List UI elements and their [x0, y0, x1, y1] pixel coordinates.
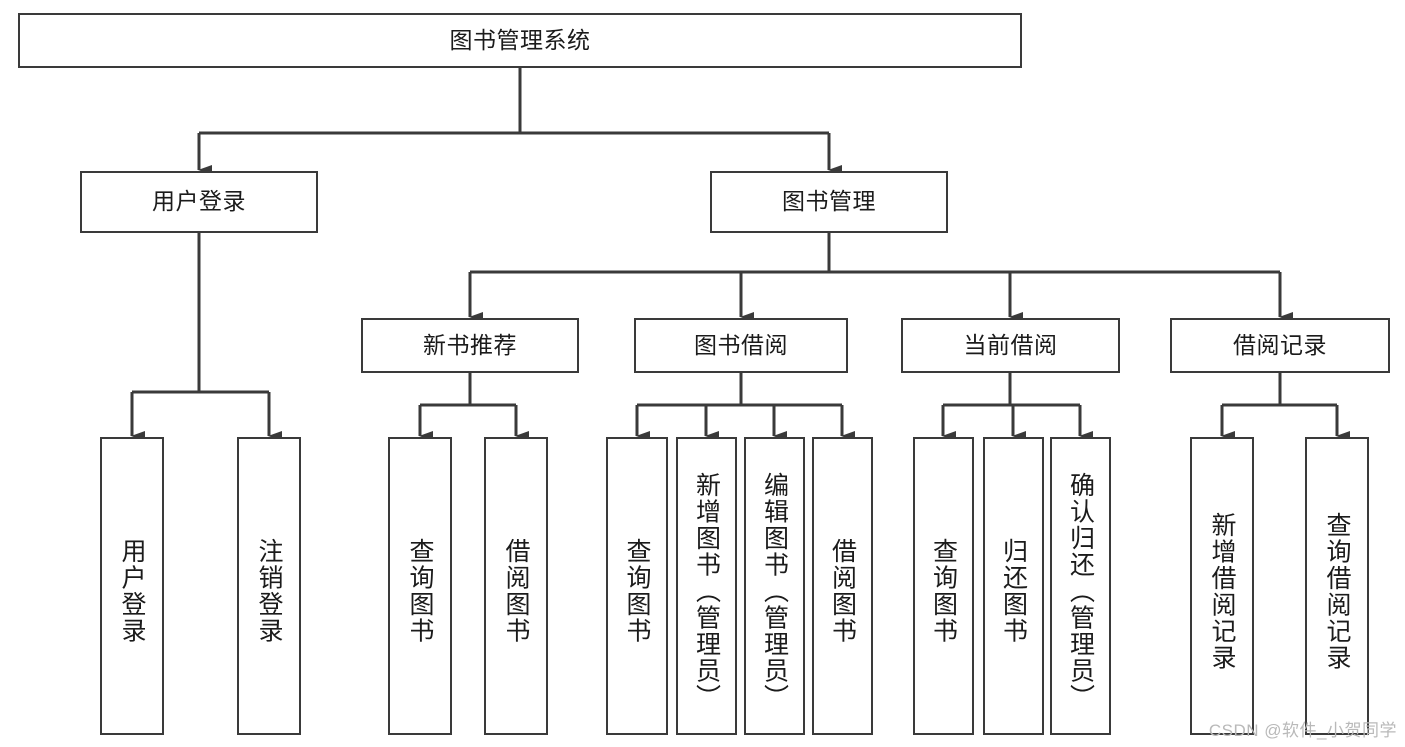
node-label: 查询图书 [406, 538, 434, 644]
node-leaf-查询借阅记录[interactable]: 查询借阅记录 [1305, 437, 1369, 735]
node-label: 新增借阅记录 [1208, 511, 1236, 671]
node-leaf-编辑图书管理员[interactable]: 编辑图书（管理员） [744, 437, 805, 735]
node-label: 当前借阅 [963, 331, 1058, 358]
node-leaf-注销登录[interactable]: 注销登录 [237, 437, 301, 735]
node-label: 新书推荐 [423, 331, 517, 358]
node-label: 图书管理系统 [449, 26, 591, 53]
node-level1-图书管理[interactable]: 图书管理 [710, 171, 948, 233]
node-label: 注销登录 [255, 538, 283, 644]
node-root-图书管理系统[interactable]: 图书管理系统 [18, 13, 1022, 68]
watermark-text: CSDN @软件_小贺同学 [1208, 721, 1397, 740]
node-label: 用户登录 [152, 188, 246, 215]
node-leaf-确认归还管理员[interactable]: 确认归还（管理员） [1050, 437, 1111, 735]
node-level1-用户登录[interactable]: 用户登录 [80, 171, 318, 233]
node-leaf-归还图书[interactable]: 归还图书 [983, 437, 1044, 735]
node-label: 图书管理 [782, 188, 876, 215]
node-label: 新增图书（管理员） [692, 471, 721, 711]
node-leaf-查询图书[interactable]: 查询图书 [388, 437, 452, 735]
node-leaf-借阅图书[interactable]: 借阅图书 [812, 437, 873, 735]
node-label: 确认归还（管理员） [1066, 471, 1095, 711]
node-leaf-查询图书[interactable]: 查询图书 [606, 437, 668, 735]
node-label: 借阅图书 [502, 538, 530, 644]
node-label: 图书借阅 [694, 331, 788, 358]
node-leaf-借阅图书[interactable]: 借阅图书 [484, 437, 548, 735]
node-leaf-新增借阅记录[interactable]: 新增借阅记录 [1190, 437, 1254, 735]
node-label: 借阅记录 [1233, 331, 1327, 358]
node-leaf-查询图书[interactable]: 查询图书 [913, 437, 974, 735]
node-label: 查询图书 [623, 538, 651, 644]
node-label: 编辑图书（管理员） [760, 471, 789, 711]
node-level2-新书推荐[interactable]: 新书推荐 [361, 318, 579, 373]
node-leaf-新增图书管理员[interactable]: 新增图书（管理员） [676, 437, 737, 735]
node-label: 借阅图书 [828, 538, 857, 644]
node-level2-借阅记录[interactable]: 借阅记录 [1170, 318, 1390, 373]
node-label: 归还图书 [999, 538, 1028, 644]
node-level2-图书借阅[interactable]: 图书借阅 [634, 318, 848, 373]
node-label: 用户登录 [118, 538, 146, 644]
node-label: 查询借阅记录 [1323, 511, 1351, 671]
node-level2-当前借阅[interactable]: 当前借阅 [901, 318, 1120, 373]
node-leaf-用户登录[interactable]: 用户登录 [100, 437, 164, 735]
node-label: 查询图书 [929, 538, 958, 644]
